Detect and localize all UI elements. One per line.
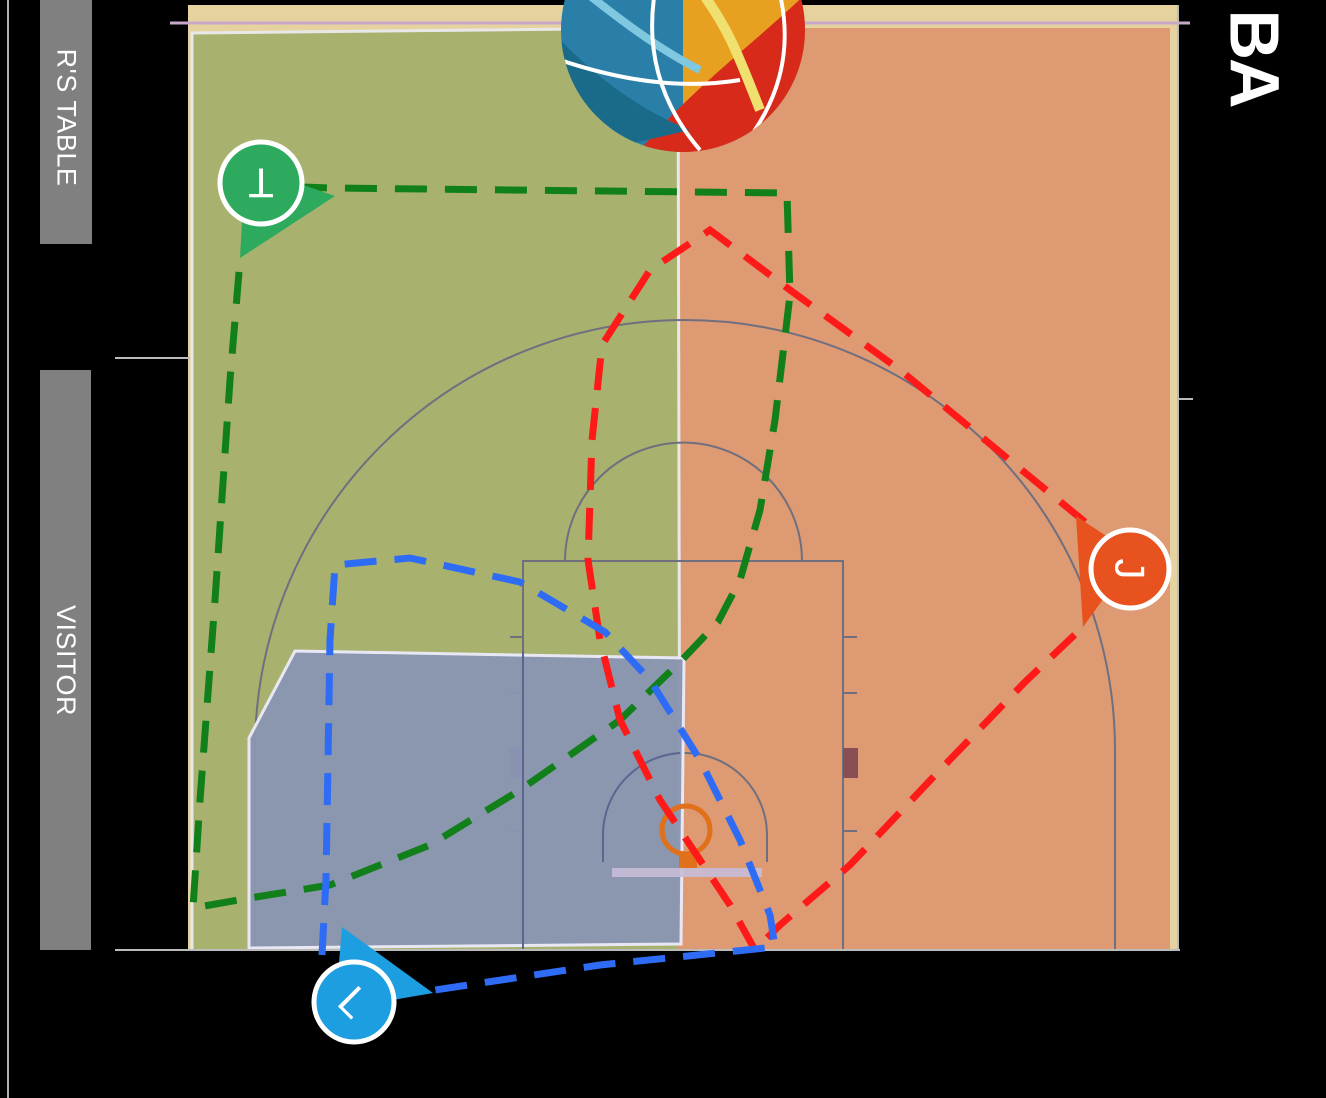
brand-text: BA (1215, 9, 1294, 107)
player-green[interactable]: T (217, 139, 335, 258)
zone-green-border (190, 26, 679, 950)
player-blue-marker (311, 959, 397, 1045)
lane-lines-over-blue (522, 651, 681, 950)
zone-blue (247, 649, 686, 950)
scorer-table-text: R'S TABLE (51, 48, 82, 186)
hoop (659, 803, 713, 857)
brand-wordmark: BA (1205, 8, 1305, 108)
zone-orange (678, 28, 1170, 950)
visitor-bench-label: VISITOR (40, 370, 91, 950)
backboard (612, 868, 762, 877)
player-green-marker (217, 139, 305, 227)
player-blue[interactable]: L (311, 927, 433, 1045)
scorer-table-label: R'S TABLE (40, 0, 92, 244)
right-sideline-strip (1170, 5, 1178, 950)
route-blue (318, 554, 780, 994)
player-orange-letter: J (1107, 559, 1154, 580)
player-orange[interactable]: J (1076, 516, 1172, 627)
visitor-text: VISITOR (51, 604, 81, 716)
ball-logo (561, 0, 805, 152)
player-green-letter: T (248, 160, 274, 207)
block-mark-right (843, 748, 858, 778)
route-red (584, 225, 1088, 956)
player-orange-marker (1088, 527, 1172, 611)
